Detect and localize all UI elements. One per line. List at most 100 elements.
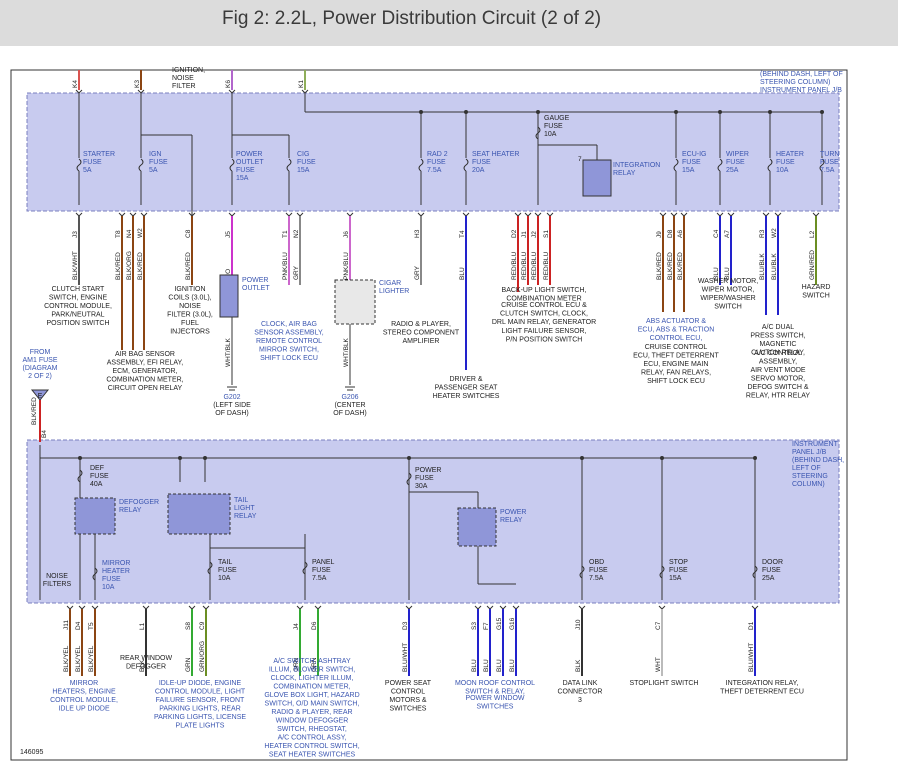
fuse-symbol <box>418 158 424 172</box>
destination-label: SWITCH <box>714 304 742 311</box>
output-pin <box>762 212 770 217</box>
output-pin <box>346 212 354 217</box>
fuse-label: FUSE <box>218 567 237 574</box>
destination-label: ECU, ABS & TRACTION <box>638 327 715 334</box>
output-pin <box>512 605 520 610</box>
destination-label: RELAY, HTR RELAY <box>746 393 811 400</box>
ground-name: G206 <box>341 394 358 401</box>
output-pin-label: W2 <box>137 228 144 238</box>
figure-title: Fig 2: 2.2L, Power Distribution Circuit … <box>222 8 602 29</box>
destination-label: MAGNETIC <box>760 341 797 348</box>
destination-label: DEFOG SWITCH & <box>747 384 808 391</box>
destination-label: HEATER CONTROL SWITCH, <box>264 743 359 750</box>
wire-color-label: GRN <box>293 657 300 672</box>
fuse-label: 10A <box>776 167 789 174</box>
output-pin-label: D8 <box>667 229 674 238</box>
output-pin-label: G16 <box>509 617 516 630</box>
output-pin-label: J2 <box>531 231 538 238</box>
output-pin-label: C8 <box>185 229 192 238</box>
wire-color-label: GRN/RED <box>809 250 816 280</box>
destination-label: CONTROL <box>391 689 425 696</box>
output-pin-label: A7 <box>724 230 731 238</box>
fuse-label: FUSE <box>762 567 781 574</box>
output-pin-label: D1 <box>748 621 755 630</box>
destination-label: COILS (3.0L), <box>168 295 211 302</box>
output-pin-label: T8 <box>115 230 122 238</box>
output-pin-label: F7 <box>483 622 490 630</box>
tail-light-relay <box>167 493 231 535</box>
wire-color-label: BLU/BLK <box>771 253 778 280</box>
input-pin-label: K1 <box>298 80 305 88</box>
relay-label: INTEGRATION <box>613 162 660 169</box>
ground-wire-label: WHT/BLK <box>225 337 232 367</box>
fuse-symbol <box>138 158 144 172</box>
fuse-symbol <box>819 158 825 172</box>
output-pin-label: J4 <box>293 623 300 630</box>
wire-color-label: BLK/RED <box>656 252 663 280</box>
destination-label: ABS ACTUATOR & <box>646 318 706 325</box>
wire-color-label: BLU <box>724 267 731 280</box>
fuse-label: HEATER <box>102 568 130 575</box>
relay-label: LIGHT <box>234 505 255 512</box>
output-pin <box>578 605 586 610</box>
output-pin <box>91 605 99 610</box>
output-pin <box>546 212 554 217</box>
integration-relay <box>582 159 612 197</box>
door-fuse <box>752 565 758 579</box>
input-pin <box>301 89 309 94</box>
noise-filters-label: FILTERS <box>43 581 72 588</box>
fuse-label: STOP <box>669 559 688 566</box>
destination-label: SERVO MOTOR, <box>751 376 805 383</box>
output-pin-label: C7 <box>655 621 662 630</box>
output-pin <box>658 605 666 610</box>
fuse-label: FUSE <box>236 167 255 174</box>
output-pin <box>202 605 210 610</box>
fuse-label: FUSE <box>544 123 563 130</box>
output-pin <box>524 212 532 217</box>
destination-label: SWITCH & RELAY, <box>465 689 525 696</box>
wire-color-label: BLU/BLK <box>759 253 766 280</box>
destination-label: AMPLIFIER <box>403 338 440 345</box>
relay-pin: 7 <box>578 156 582 163</box>
fuse-label: 7.5A <box>589 575 604 582</box>
destination-label: DEFOGGER <box>126 664 166 671</box>
fuse-label: 25A <box>726 167 739 174</box>
ground-name: G202 <box>223 394 240 401</box>
destination-label: DRL MAIN RELAY, GENERATOR <box>492 319 596 326</box>
wire-color-label: GRY <box>414 265 421 280</box>
fuse-label: FUSE <box>415 475 434 482</box>
fuse-label: 30A <box>415 483 428 490</box>
fuse-label: OBD <box>589 559 604 566</box>
destination-label: A/C DUAL <box>762 324 794 331</box>
output-pin-label: C9 <box>199 621 206 630</box>
fuse-symbol <box>76 158 82 172</box>
wire-color-label: GRN <box>185 657 192 672</box>
destination-label: AIR BAG SENSOR <box>115 351 175 358</box>
wire-color-label: BLU/WHT <box>402 643 409 672</box>
fuse-label: 15A <box>669 575 682 582</box>
output-pin <box>296 605 304 610</box>
destination-label: WIPER/WASHER <box>700 295 755 302</box>
output-pin-label: J11 <box>63 620 70 630</box>
wire-color-label: RED/BLU <box>511 252 518 280</box>
wire-color-label: GRN/ORG <box>199 641 206 672</box>
mirror-heater-fuse <box>92 567 98 581</box>
destination-label: WIPER MOTOR, <box>702 287 755 294</box>
destination-label: AIR VENT MODE <box>750 367 805 374</box>
wire-color-label: GRN <box>311 657 318 672</box>
output-pin-label: W2 <box>771 228 778 238</box>
output-pin-label: J5 <box>225 231 232 238</box>
fuse-label: TURN <box>820 151 839 158</box>
output-pin <box>716 212 724 217</box>
destination-label: FAILURE SENSOR, FRONT <box>156 697 245 704</box>
output-pin-label: H3 <box>414 229 421 238</box>
destination-label: COMBINATION METER <box>506 296 581 303</box>
wire-color-label: BLK/ORG <box>126 251 133 280</box>
wire-color-label: BLU/WHT <box>748 643 755 672</box>
destination-label: ASSEMBLY, EFI RELAY, <box>107 360 184 367</box>
destination-label: CONTROL MODULE, <box>44 303 112 310</box>
destination-label: REAR WINDOW <box>120 655 173 662</box>
fuse-label: FUSE <box>669 567 688 574</box>
destination-label: GLOVE BOX LIGHT, HAZARD <box>264 692 359 699</box>
ground-desc: OF DASH) <box>215 410 248 417</box>
